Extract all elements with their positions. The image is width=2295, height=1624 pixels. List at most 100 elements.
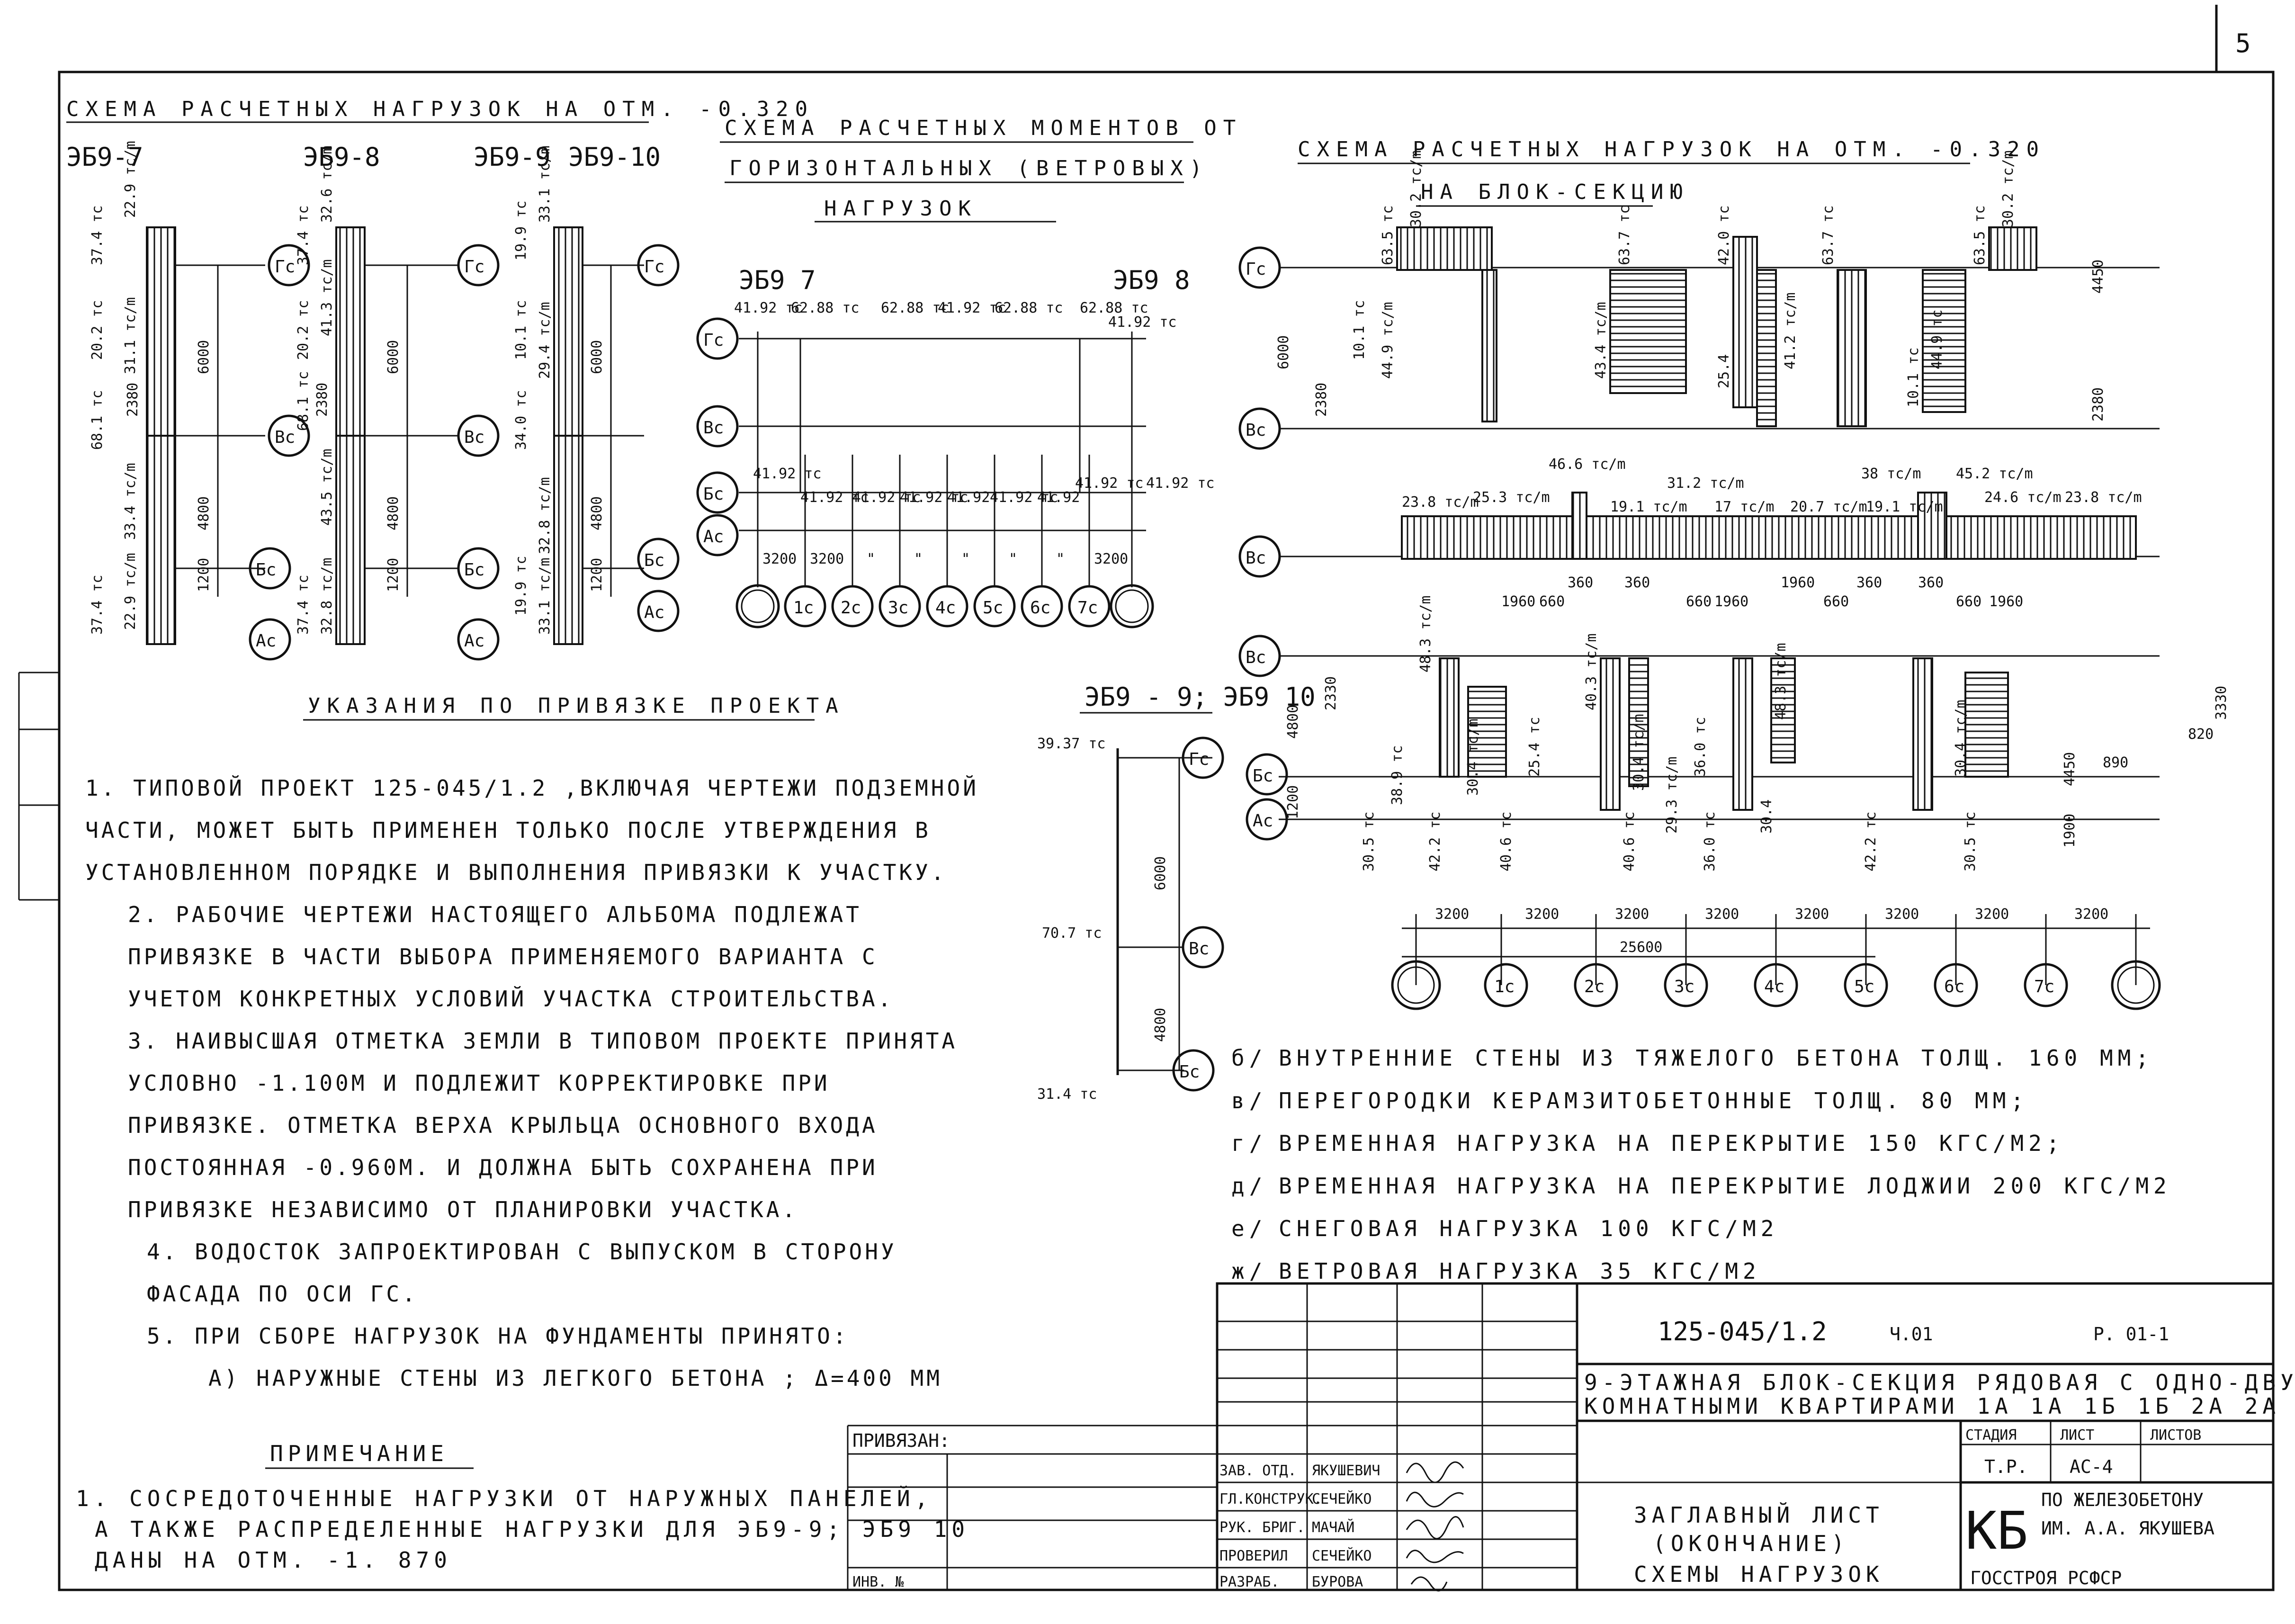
wall-label-4: ЭБ9-10 — [568, 142, 661, 172]
rm-load-8: 38 тс/m — [1861, 466, 1921, 482]
bound-label: ПРИВЯЗАН: — [852, 1430, 950, 1451]
rb-dim-3: 3200 — [1615, 906, 1649, 923]
axis-vs-1: Вс — [275, 428, 295, 447]
dim-4800-3: 4800 — [589, 496, 605, 530]
rb-load-13: 30.5 тс — [1962, 812, 1979, 871]
rt-load-8: 25.4 — [1716, 354, 1732, 388]
rm-load-11: 24.6 тс/m — [1984, 489, 2062, 506]
rs-dim-2: 2380 — [1313, 383, 1330, 417]
instructions-block: УКАЗАНИЯ ПО ПРИВЯЗКЕ ПРОЕКТА — [303, 694, 838, 721]
rb-load-2: 30.4 тс/m — [1465, 718, 1481, 796]
sheet-title-2: (ОКОНЧАНИЕ) — [1653, 1531, 1849, 1556]
rb-load-5: 30.4 тс/m — [1631, 714, 1647, 791]
load-r5: 34.0 тс — [513, 390, 529, 450]
rt-load-10: 63.7 тс — [1820, 206, 1837, 265]
load-r7: 19.9 тс — [513, 556, 529, 616]
load-m1: 37.4 тс — [295, 206, 312, 265]
role-2: ГЛ.КОНСТРУК. — [1219, 1491, 1322, 1507]
name-2: СЕЧЕЙКО — [1312, 1490, 1372, 1507]
instruction-3: 3. Наивысшая отметка земли в типовом про… — [128, 1028, 958, 1222]
rt-load-4: 10.1 тс — [1351, 300, 1368, 360]
rs-dim-7: 1200 — [1285, 785, 1301, 819]
rb-load-18: 30.5 тс — [1361, 812, 1377, 871]
instruction-5: 5. При сборе нагрузок на фундаменты прин… — [147, 1323, 849, 1349]
rt-load-11: 10.1 тс — [1905, 348, 1922, 407]
sheets-header: ЛИСТОВ — [2150, 1427, 2201, 1444]
detail-moment-2: 70.7 тс — [1042, 925, 1102, 942]
part-number: Ч.01 — [1890, 1324, 1933, 1345]
load-l7: 37.4 тс — [89, 575, 106, 635]
r-col-2c: 2с — [1584, 977, 1605, 996]
material-text-zh: ВЕТРОВАЯ НАГРУЗКА 35 КГС/М2 — [1279, 1258, 1761, 1284]
m-axis-bs: Бс — [703, 485, 724, 504]
d-axis-bs: Бс — [1179, 1062, 1200, 1082]
axis-vs-2: Вс — [464, 428, 484, 447]
moment-label-left: ЭБ9 7 — [739, 265, 816, 295]
load-m8: 32.8 тс/m — [319, 557, 335, 635]
r-col-4c: 4с — [1764, 977, 1784, 996]
block-title-1: 9-ЭТАЖНАЯ БЛОК-СЕКЦИЯ РЯДОВАЯ С ОДНО-ДВУ… — [1584, 1370, 2295, 1395]
name-5: БУРОВА — [1312, 1574, 1363, 1590]
sheet-title-3: СХЕМЫ НАГРУЗОК — [1634, 1561, 1884, 1587]
rm-dim-9: 360 — [1856, 574, 1882, 591]
load-m7: 37.4 тс — [295, 575, 312, 635]
axis-gs-3: Гс — [644, 257, 664, 277]
load-l2: 22.9 тс/m — [122, 141, 139, 218]
detail-moment-scheme: ЭБ9 - 9; ЭБ9 10 39.37 тс 70.7 тс 31.4 тс… — [1037, 682, 1316, 1103]
load-m4: 41.3 тс/m — [319, 259, 335, 336]
moment-bot-8: 41.92 тс — [1075, 475, 1144, 492]
org-line-2: ИМ. А.А. ЯКУШЕВА — [2041, 1518, 2214, 1539]
note-line-3: ДАНЫ НА ОТМ. -1. 870 — [95, 1547, 452, 1573]
sheet-title-1: ЗАГЛАВНЫЙ ЛИСТ — [1634, 1502, 1884, 1528]
role-1: ЗАВ. ОТД. — [1219, 1462, 1297, 1479]
dim-1200-3: 1200 — [589, 558, 605, 592]
r-col-6c: 6с — [1944, 977, 1964, 996]
rm-load-12: 23.8 тс/m — [2065, 489, 2142, 506]
moment-top-7: 41.92 тс — [1108, 314, 1177, 331]
m-col-5c: 5с — [983, 598, 1003, 618]
detail-dim-4800: 4800 — [1152, 1008, 1169, 1042]
material-key-d: д/ — [1231, 1173, 1267, 1199]
m-col-4c: 4с — [935, 598, 956, 618]
rm-load-5: 31.2 тс/m — [1667, 475, 1744, 492]
rb-load-15: 42.2 тс — [1427, 812, 1443, 871]
rs-dim-6: 2330 — [1323, 676, 1339, 710]
moment-title-2: ГОРИЗОНТАЛЬНЫХ (ВЕТРОВЫХ) — [729, 156, 1209, 180]
rb-load-6: 29.3 тс/m — [1664, 756, 1680, 834]
rb-dim-2: 3200 — [1525, 906, 1559, 923]
load-l3: 20.2 тс — [89, 300, 106, 360]
load-r6: 32.8 тс/m — [537, 477, 553, 554]
moment-dim-7: " — [1056, 551, 1065, 567]
rm-dim-12: 1960 — [1989, 593, 2023, 610]
moment-dim-8: 3200 — [1094, 551, 1128, 567]
load-m3: 20.2 тс — [295, 300, 312, 360]
moment-dim-2: 3200 — [810, 551, 844, 567]
rs-dim-4: 2380 — [2090, 387, 2107, 422]
dim-2380-1: 2380 — [125, 383, 141, 417]
rb-dim-6: 3200 — [1885, 906, 1919, 923]
moment-bot-6: 41.92 тс — [990, 489, 1058, 506]
org-line-3: ГОССТРОЯ РСФСР — [1970, 1568, 2122, 1588]
rt-load-2: 30.2 тс/m — [1408, 150, 1425, 227]
material-text-v: ПЕРЕГОРОДКИ КЕРАМЗИТОБЕТОННЫЕ ТОЛЩ. 80 М… — [1279, 1088, 2028, 1113]
material-text-d: ВРЕМЕННАЯ НАГРУЗКА НА ПЕРЕКРЫТИЕ ЛОДЖИИ … — [1279, 1173, 2171, 1199]
axis-bs-3: Бс — [644, 551, 664, 570]
dim-6000-3: 6000 — [589, 340, 605, 374]
rb-load-9: 30.4 — [1758, 799, 1775, 834]
rs-dim-1: 6000 — [1275, 335, 1292, 369]
rm-dim-5: 660 — [1686, 593, 1712, 610]
m-col-7c: 7с — [1077, 598, 1098, 618]
rt-load-6: 63.7 тс — [1616, 206, 1633, 265]
rt-load-9: 41.2 тс/m — [1782, 292, 1799, 369]
rm-load-9: 19.1 тс/m — [1866, 499, 1943, 515]
material-text-e: СНЕГОВАЯ НАГРУЗКА 100 КГС/М2 — [1279, 1216, 1778, 1241]
rb-load-8: 48.3 тс/m — [1773, 643, 1789, 720]
rb-load-4: 40.3 тс/m — [1583, 633, 1600, 710]
rb-load-7: 36.0 тс — [1692, 717, 1709, 777]
material-text-g: ВРЕМЕННАЯ НАГРУЗКА НА ПЕРЕКРЫТИЕ 150 КГС… — [1279, 1131, 2064, 1156]
r-col-7c: 7с — [2034, 977, 2054, 996]
rm-load-3: 46.6 тс/m — [1549, 456, 1626, 473]
note-line-1: 1. СОСРЕДОТОЧЕННЫЕ НАГРУЗКИ ОТ НАРУЖНЫХ … — [76, 1486, 932, 1511]
material-text-b: ВНУТРЕННИЕ СТЕНЫ ИЗ ТЯЖЕЛОГО БЕТОНА ТОЛЩ… — [1279, 1045, 2153, 1071]
load-r1: 19.9 тс — [513, 201, 529, 260]
